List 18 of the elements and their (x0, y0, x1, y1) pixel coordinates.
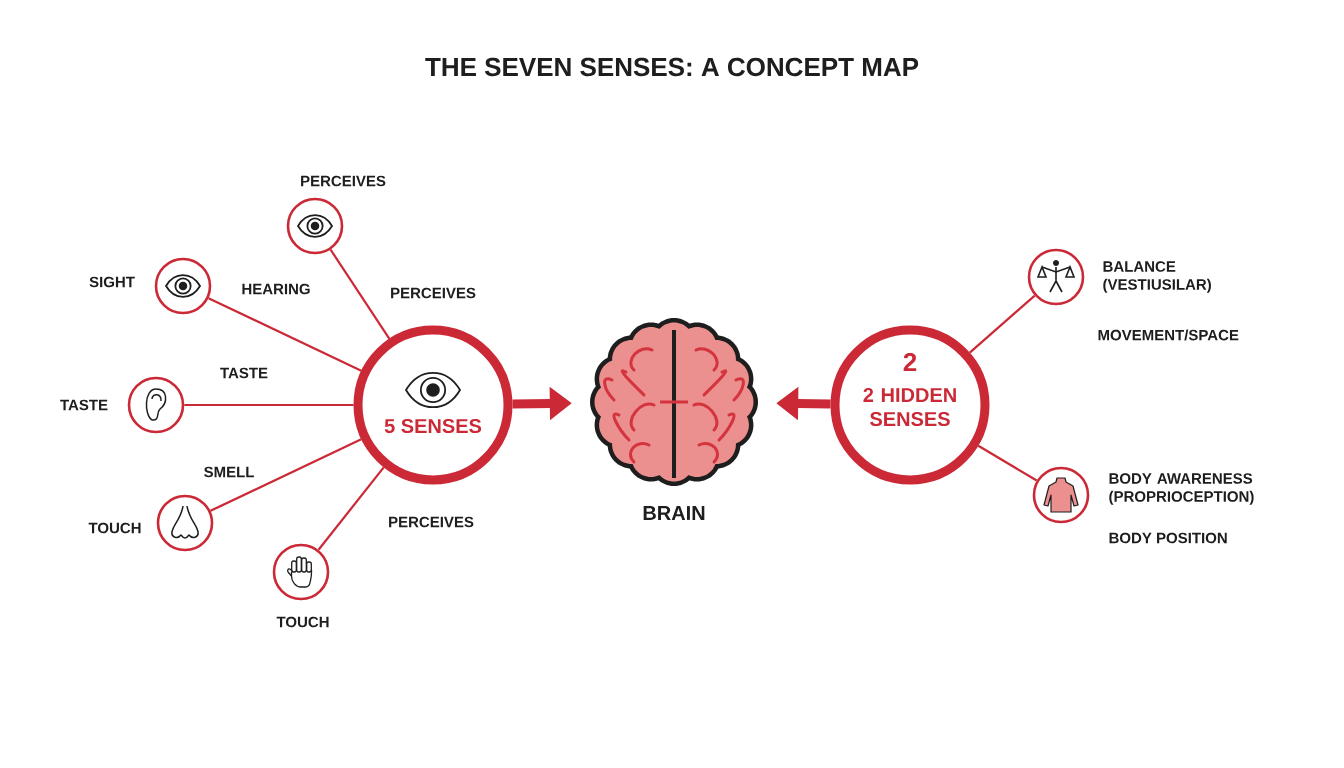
sense-label: BODY AWARENESS (PROPRIOCEPTION) (1109, 473, 1254, 505)
sense-label: BALANCE (VESTIUSILAR) (1103, 261, 1211, 293)
sense-label: SIGHT (89, 276, 135, 288)
sense-label: BODY POSITION (1109, 532, 1227, 544)
node-label: BRAIN (643, 506, 705, 520)
sense-label: TOUCH (276, 616, 329, 628)
connector (210, 438, 362, 512)
connector (208, 297, 362, 372)
sense-label: TASTE (60, 399, 108, 411)
connector (329, 249, 391, 340)
connector (317, 466, 385, 551)
connector (184, 403, 354, 407)
title: THE SEVEN SENSES: A CONCEPT MAP (425, 57, 919, 77)
sense-label: TOUCH (88, 522, 141, 534)
connector (977, 444, 1038, 482)
sense-label: PERCEIVES (301, 175, 386, 187)
connector (969, 294, 1036, 354)
sense-label: MOVEMENT/SPACE (1098, 329, 1239, 341)
